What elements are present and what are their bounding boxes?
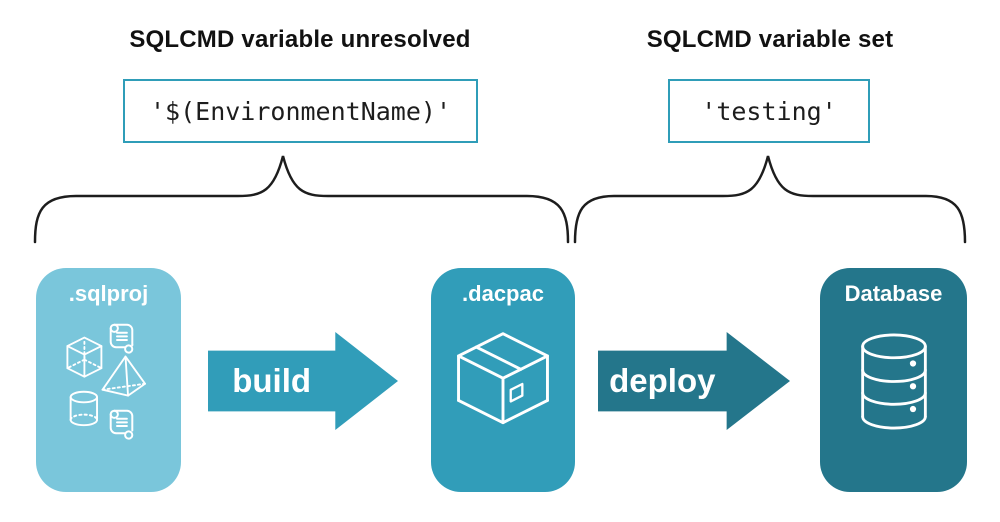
left-brace-icon (33, 155, 570, 244)
code-box-set-variable: 'testing' (668, 79, 870, 143)
code-text-unresolved: '$(EnvironmentName)' (149, 96, 452, 126)
cylinder-icon (69, 390, 99, 427)
package-box-icon (457, 332, 549, 425)
script-scroll-icon (109, 409, 134, 440)
node-sqlproj: .sqlproj (36, 268, 181, 492)
code-box-unresolved-variable: '$(EnvironmentName)' (123, 79, 478, 143)
pyramid-icon (101, 355, 146, 397)
node-dacpac-label: .dacpac (462, 281, 544, 306)
right-brace-icon (573, 155, 967, 244)
deploy-arrow-label: deploy (609, 362, 716, 399)
script-scroll-icon (109, 323, 134, 354)
sql-project-objects-icon (66, 323, 146, 440)
heading-sqlcmd-unresolved: SQLCMD variable unresolved (129, 26, 471, 53)
node-sqlproj-label: .sqlproj (68, 281, 149, 306)
node-database-label: Database (844, 281, 943, 306)
heading-sqlcmd-set: SQLCMD variable set (646, 26, 894, 53)
database-cylinder-icon (861, 333, 927, 430)
build-arrow-label: build (232, 362, 312, 399)
node-dacpac: .dacpac (431, 268, 575, 492)
node-database: Database (820, 268, 967, 492)
cube-icon (66, 336, 103, 378)
code-text-set: 'testing' (701, 96, 837, 126)
